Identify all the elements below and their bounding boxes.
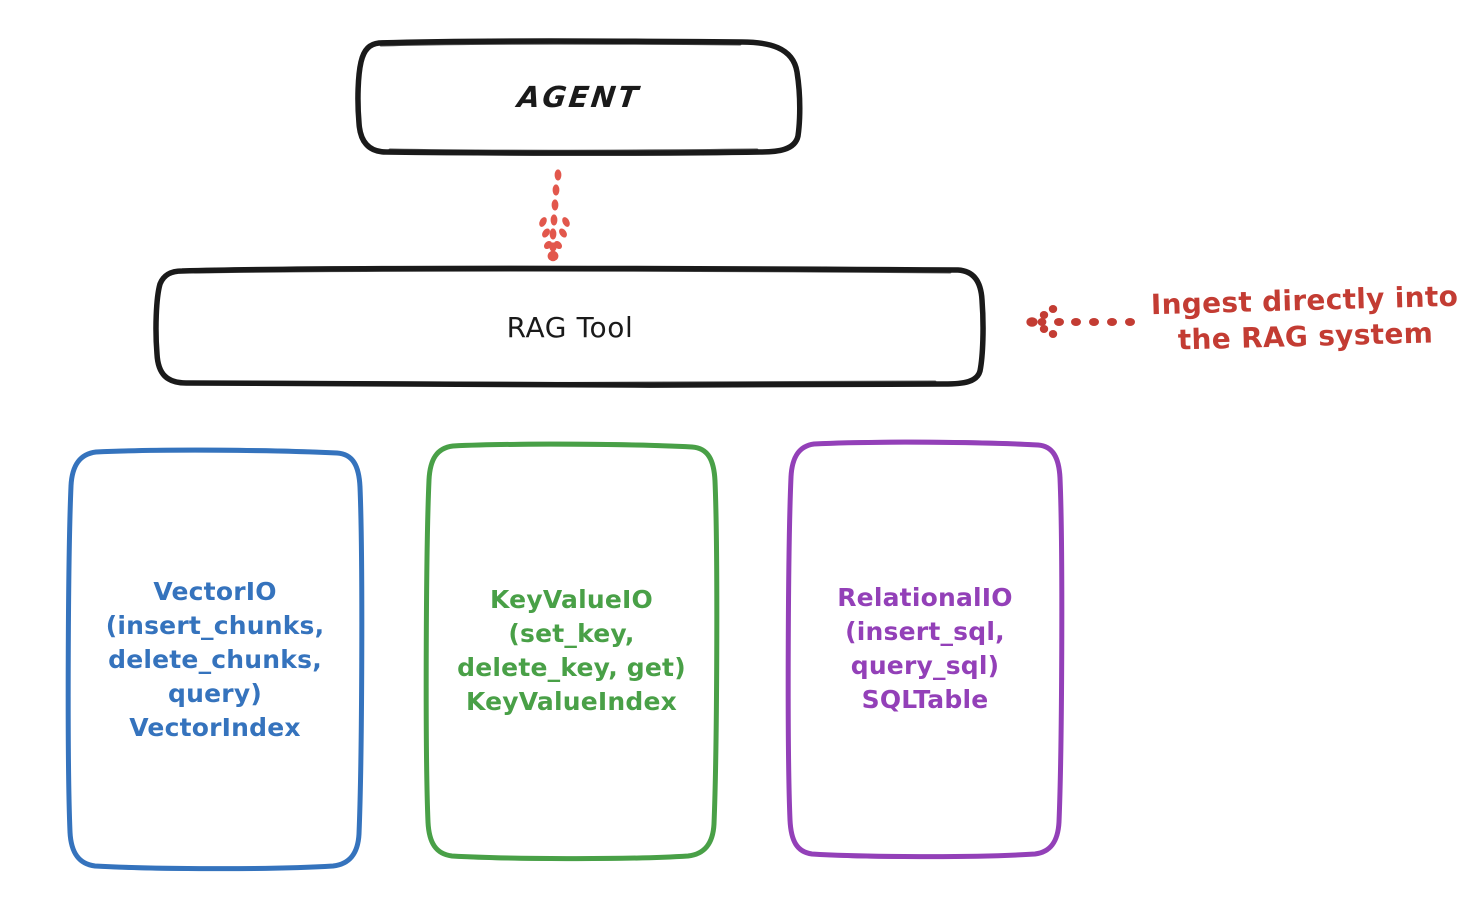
key-value-io-box-outline[interactable] <box>423 441 720 862</box>
agent-box-outline[interactable] <box>355 38 803 156</box>
ingest-annotation-text: Ingest directly into the RAG system <box>1150 279 1459 357</box>
rag-tool-box-outline[interactable] <box>153 265 986 388</box>
relational-io-box-outline[interactable] <box>785 439 1065 860</box>
vector-io-box-outline[interactable] <box>65 447 365 872</box>
agent-to-rag-connector <box>539 169 570 262</box>
ingest-connector <box>1026 305 1135 338</box>
